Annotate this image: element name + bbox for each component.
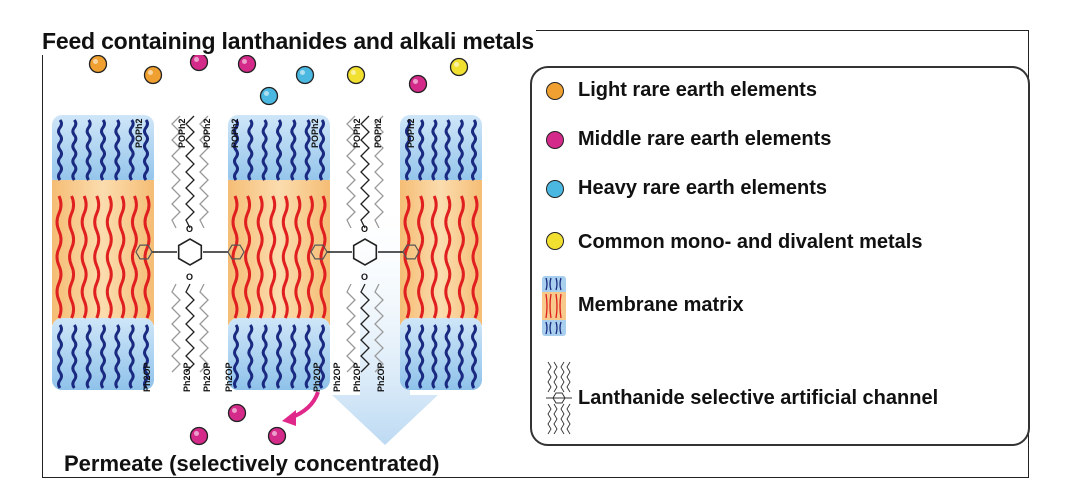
middle-ree-ion-3 bbox=[408, 74, 428, 94]
oxygen-label-top: O bbox=[361, 224, 368, 234]
membrane-icon bbox=[542, 276, 566, 336]
membrane-block-right bbox=[400, 115, 482, 390]
legend-label-common: Common mono- and divalent metals bbox=[578, 231, 923, 253]
orange-dot-icon bbox=[546, 82, 564, 100]
permeation-arrow bbox=[332, 200, 438, 445]
ph2op-label-bottom-6: Ph2OP bbox=[352, 362, 362, 392]
light-ree-ion-1 bbox=[88, 54, 108, 74]
light-ree-ion-2 bbox=[143, 65, 163, 85]
middle-ree-ion-2 bbox=[237, 54, 257, 74]
ph2op-label-bottom-5: Ph2OP bbox=[332, 362, 342, 392]
middle-ree-ion-1 bbox=[189, 52, 209, 72]
feed-title: Feed containing lanthanides and alkali m… bbox=[40, 28, 537, 55]
legend-label-light: Light rare earth elements bbox=[578, 79, 817, 101]
oxygen-label-bottom: O bbox=[186, 272, 193, 282]
legend-label-membrane: Membrane matrix bbox=[578, 294, 744, 316]
curved-arrow bbox=[282, 391, 320, 426]
poph2-label-top-3: POPh2 bbox=[230, 118, 240, 148]
heavy-ree-ion-1 bbox=[259, 86, 279, 106]
permeate-ion-2 bbox=[189, 426, 209, 446]
ph2op-label-bottom-7: Ph2OP bbox=[376, 362, 386, 392]
common-metal-ion-1 bbox=[346, 65, 366, 85]
membrane-block-left bbox=[52, 115, 154, 390]
cyan-dot-icon bbox=[546, 180, 564, 198]
channel-molecule-left: OO bbox=[135, 115, 245, 373]
heavy-ree-ion-2 bbox=[295, 65, 315, 85]
yellow-dot-icon bbox=[546, 232, 564, 250]
ph2op-label-bottom-3: Ph2OP bbox=[224, 362, 234, 392]
legend-label-channel: Lanthanide selective artificial channel bbox=[578, 387, 939, 409]
oxygen-label-top: O bbox=[186, 224, 193, 234]
channel-molecule-right: OO bbox=[310, 115, 420, 373]
magenta-dot-icon bbox=[546, 131, 564, 149]
membrane-block-middle bbox=[228, 115, 330, 390]
poph2-label-top-4: POPh2 bbox=[310, 118, 320, 148]
poph2-label-top-5: POPh2 bbox=[352, 118, 362, 148]
common-metal-ion-2 bbox=[449, 57, 469, 77]
poph2-label-top-0: POPh2 bbox=[134, 118, 144, 148]
ph2op-label-bottom-0: Ph2OP bbox=[142, 362, 152, 392]
ph2op-label-bottom-4: Ph2OP bbox=[312, 362, 322, 392]
permeate-label: Permeate (selectively concentrated) bbox=[64, 451, 440, 476]
poph2-label-top-1: POPh2 bbox=[177, 118, 187, 148]
permeate-ion-3 bbox=[267, 426, 287, 446]
poph2-label-top-6: POPh2 bbox=[373, 118, 383, 148]
ph2op-label-bottom-2: Ph2OP bbox=[202, 362, 212, 392]
poph2-label-top-2: POPh2 bbox=[202, 118, 212, 148]
oxygen-label-bottom: O bbox=[361, 272, 368, 282]
legend-label-heavy: Heavy rare earth elements bbox=[578, 177, 828, 199]
legend-box: Light rare earth elements Middle rare ea… bbox=[530, 66, 1030, 446]
poph2-label-top-7: POPh2 bbox=[406, 118, 416, 148]
channel-icon bbox=[546, 361, 572, 435]
legend-label-middle: Middle rare earth elements bbox=[578, 128, 832, 150]
ph2op-label-bottom-1: Ph2OP bbox=[182, 362, 192, 392]
permeate-ion-1 bbox=[227, 403, 247, 423]
